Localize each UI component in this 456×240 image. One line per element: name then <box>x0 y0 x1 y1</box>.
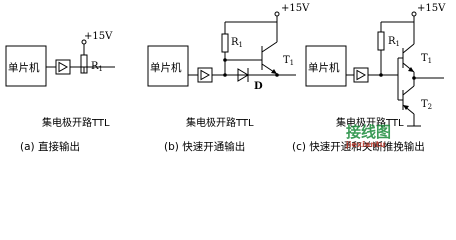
mcu-label-a: 单片机 <box>8 61 40 74</box>
resistor-label-b: R1 <box>231 37 243 49</box>
caption-b: (b) 快速开通输出 <box>164 140 245 153</box>
circuit-a: 单片机 +15V R1 集电极开路TTL (a) 直接输出 <box>5 31 115 153</box>
supply-label-b: +15V <box>281 3 310 14</box>
mcu-box-a <box>5 45 47 87</box>
ttl-label-a: 集电极开路TTL <box>42 116 110 129</box>
circuit-c: 单片机 +15V R1 T1 <box>292 3 446 153</box>
supply-label-c: +15V <box>417 3 446 14</box>
circuit-b: 单片机 +15V R1 T1 D 集电极开路TTL (b) 快 <box>147 3 310 153</box>
watermark: 接线图 jiexiantu <box>345 123 391 149</box>
supply-label-a: +15V <box>84 31 113 42</box>
resistor-r1-b <box>221 33 229 53</box>
ttl-label-b: 集电极开路TTL <box>186 116 254 129</box>
ttl-buffer-triangle-b <box>200 69 211 81</box>
mcu-label-b: 单片机 <box>150 61 182 74</box>
resistor-r1-c <box>377 31 385 51</box>
transistor2-label-c: T2 <box>421 99 432 111</box>
mcu-box-c <box>305 45 347 87</box>
ttl-buffer-triangle-a <box>58 61 69 73</box>
transistor1-label-c: T1 <box>421 53 432 65</box>
caption-a: (a) 直接输出 <box>20 140 80 153</box>
supply-terminal-b <box>274 11 280 17</box>
watermark-text: 接线图 <box>346 123 391 141</box>
diode-label-b: D <box>254 81 263 92</box>
watermark-subtext: jiexiantu <box>345 140 386 149</box>
transistor-label-b: T1 <box>283 55 294 67</box>
caption-c: (c) 快速开通和关断推挽输出 <box>292 140 425 153</box>
ttl-label-c: 集电极开路TTL <box>336 116 404 129</box>
resistor-label-a: R1 <box>91 61 103 73</box>
mcu-label-c: 单片机 <box>308 61 340 74</box>
resistor-label-c: R1 <box>388 36 400 48</box>
ttl-buffer-triangle-c <box>356 69 367 81</box>
mcu-box-b <box>147 45 189 87</box>
supply-terminal-c <box>411 11 417 17</box>
circuit-diagram: 单片机 +15V R1 集电极开路TTL (a) 直接输出 单片机 +15V R… <box>5 3 446 153</box>
diode-d-b <box>237 68 249 82</box>
